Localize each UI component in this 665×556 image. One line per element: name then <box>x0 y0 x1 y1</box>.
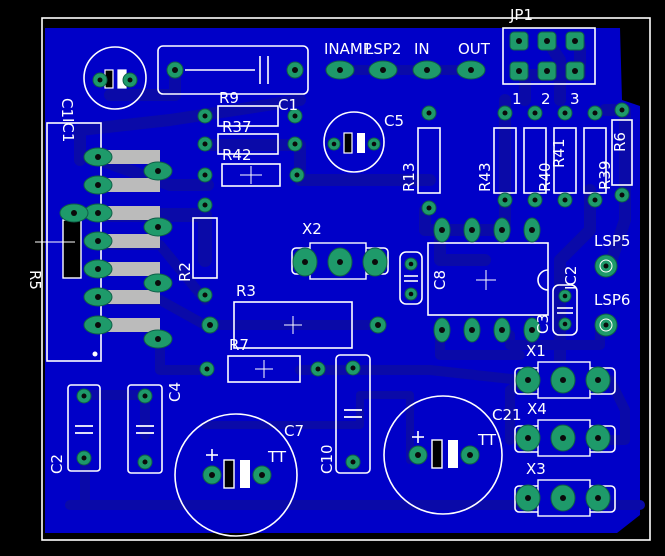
vertical-resistor-bank <box>417 102 633 216</box>
jp1-pin-3-label: 3 <box>570 90 580 108</box>
r40-label: R40 <box>536 162 554 192</box>
out-label: OUT <box>458 40 491 58</box>
lsp2-label: LSP2 <box>365 40 401 58</box>
top-film-capacitor <box>157 45 309 95</box>
c21-label: C21 <box>492 406 522 424</box>
x4-label: X4 <box>527 400 547 418</box>
c7-electrolytic <box>174 413 298 537</box>
lsp5-label: LSP5 <box>594 232 630 250</box>
c1-secondary-label: C1 <box>278 96 298 114</box>
ic1-pins <box>59 147 173 349</box>
x1-terminal <box>514 361 616 399</box>
x1-label: X1 <box>526 342 546 360</box>
board-outline <box>41 17 651 541</box>
ic2-label: IC2 <box>562 266 580 290</box>
c3-label: C3 <box>534 314 552 334</box>
c10-capacitor <box>335 354 371 474</box>
c3-capacitor <box>552 284 578 336</box>
c2-label: C2 <box>48 454 66 474</box>
c2-capacitor <box>67 384 101 472</box>
c8-label: C8 <box>431 270 449 290</box>
c7-tt-label: TT <box>267 448 287 466</box>
r9-label: R9 <box>219 89 239 107</box>
silkscreen-labels: JP1 1 2 3 INAMP LSP2 IN OUT C1 IC1 R5 R9… <box>26 6 630 478</box>
jp1-header <box>502 27 596 85</box>
c5-label: C5 <box>384 112 404 130</box>
ic2-dip <box>427 217 549 343</box>
r7-label: R7 <box>229 336 249 354</box>
c1-electrolytic <box>83 46 147 110</box>
resistor-r3 <box>201 301 387 349</box>
in-label: IN <box>414 40 430 58</box>
jp1-label: JP1 <box>509 6 533 24</box>
ground-plane <box>45 28 640 533</box>
r37-label: R37 <box>222 118 252 136</box>
c4-label: C4 <box>166 382 184 402</box>
x3-label: X3 <box>526 460 546 478</box>
lsp6-terminal <box>594 313 618 337</box>
resistor-r37 <box>197 133 303 155</box>
lsp6-label: LSP6 <box>594 291 630 309</box>
r43-label: R43 <box>476 162 494 192</box>
r2-label: R2 <box>176 262 194 282</box>
jp1-pin-1-label: 1 <box>512 90 522 108</box>
r42-label: R42 <box>222 146 252 164</box>
x2-terminal <box>291 242 389 280</box>
resistor-r42 <box>197 163 305 187</box>
x2-label: X2 <box>302 220 322 238</box>
r13-label: R13 <box>400 162 418 192</box>
c10-label: C10 <box>318 444 336 474</box>
c8-capacitor <box>399 251 423 305</box>
x4-terminal <box>514 419 616 457</box>
c21-electrolytic <box>383 395 503 515</box>
c4-capacitor <box>127 384 163 474</box>
c5-electrolytic <box>323 111 385 173</box>
ic1-label: IC1 <box>59 118 77 142</box>
r5-label: R5 <box>26 270 44 290</box>
r39-label: R39 <box>596 160 614 190</box>
resistor-r2 <box>192 197 218 303</box>
inamp-label: INAMP <box>324 40 372 58</box>
c1-label: C1 <box>58 98 76 118</box>
top-connector-pads <box>325 60 486 80</box>
c7-label: C7 <box>284 422 304 440</box>
r6-label: R6 <box>611 132 629 152</box>
x3-terminal <box>514 479 616 517</box>
resistor-r9 <box>197 105 303 127</box>
r41-label: R41 <box>550 138 568 168</box>
lsp5-terminal <box>594 254 618 278</box>
c21-tt-label: TT <box>477 431 497 449</box>
jp1-pin-2-label: 2 <box>541 90 551 108</box>
resistor-r7 <box>199 355 326 383</box>
r3-label: R3 <box>236 282 256 300</box>
